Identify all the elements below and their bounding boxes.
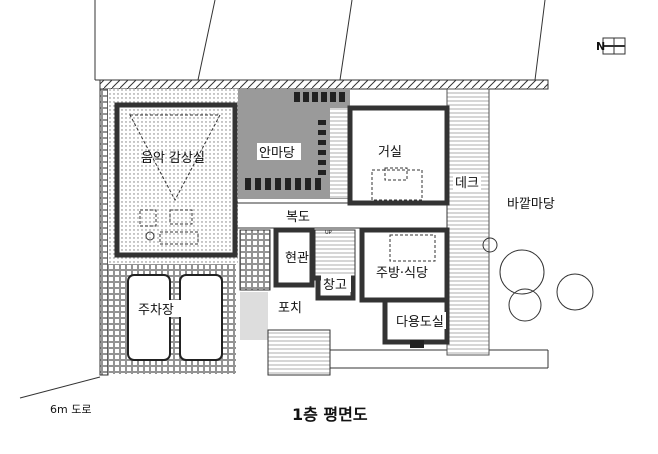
deck-area: [446, 88, 490, 356]
north-label: N: [596, 40, 605, 53]
tree-icon: [482, 237, 594, 322]
label-entrance: 현관: [285, 251, 309, 266]
top-boundary-wall: [99, 79, 549, 90]
porch-stairs: [240, 292, 331, 376]
label-living-room: 거실: [378, 145, 402, 160]
north-arrow-icon: N: [596, 37, 626, 55]
label-storage: 창고: [323, 278, 347, 293]
plan-title: 1층 평면도: [292, 405, 368, 424]
label-corridor: 복도: [286, 210, 310, 225]
parking: [108, 264, 236, 374]
label-kitchen-dining: 주방·식당: [376, 266, 428, 281]
label-outer-yard: 바깥마당: [507, 197, 555, 212]
label-utility-room: 다용도실: [396, 315, 444, 330]
label-parking: 주차장: [138, 303, 174, 318]
label-deck: 데크: [455, 176, 479, 191]
interior-block: [236, 202, 450, 348]
garden-area: [108, 89, 238, 264]
road-label: 6m 도로: [50, 403, 91, 416]
inner-yard: [238, 89, 350, 199]
label-inner-yard: 안마당: [259, 146, 295, 161]
music-room: [114, 102, 238, 258]
left-boundary-wall: [99, 88, 109, 376]
label-music-room: 음악 감상실: [141, 151, 205, 166]
label-stair-up: UP: [325, 230, 332, 236]
label-porch: 포치: [278, 301, 302, 316]
